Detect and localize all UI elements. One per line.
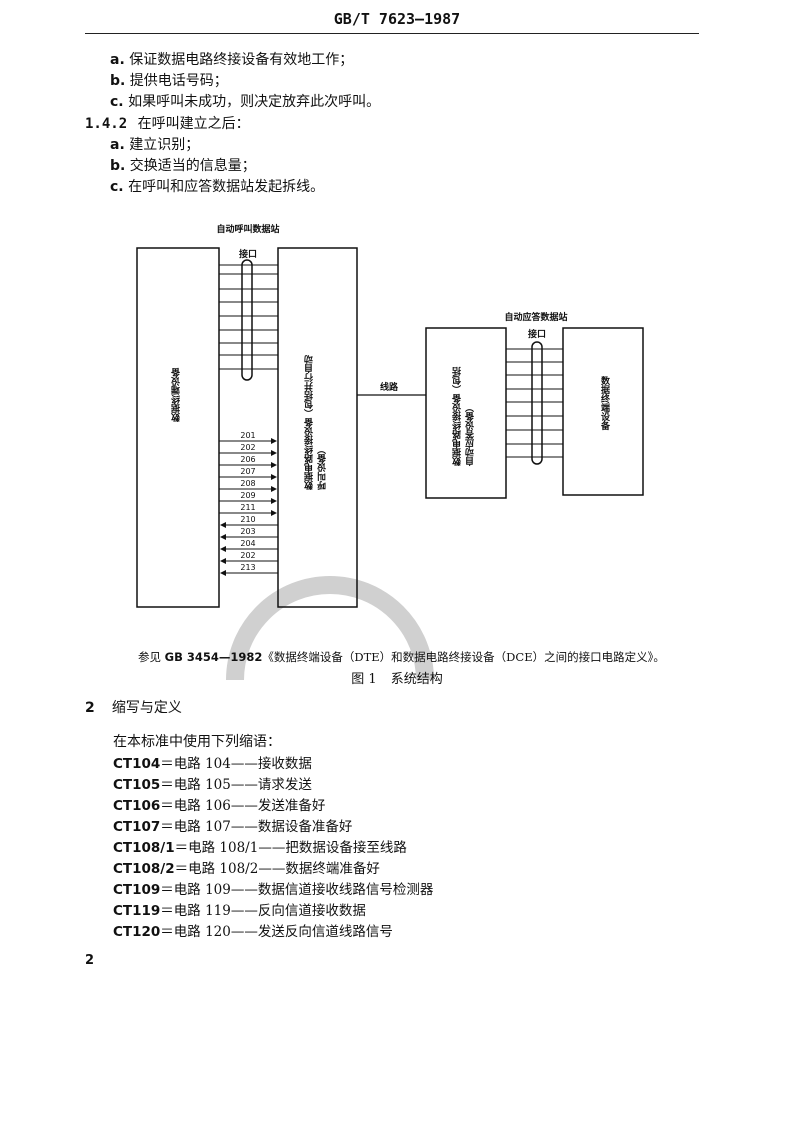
section-intro: 在本标准中使用下列缩语： xyxy=(113,734,281,750)
watermark-arc xyxy=(226,576,434,681)
dte-left-label: 数据终端设备 xyxy=(172,368,182,422)
line-label: 线路 xyxy=(380,381,399,393)
calling-station-title: 自动呼叫数据站 xyxy=(216,223,279,235)
interface-oval-right xyxy=(531,341,543,465)
circuit-label: 213 xyxy=(240,563,255,572)
circuit-label: 201 xyxy=(240,431,255,440)
circuit-label: 202 xyxy=(240,443,255,452)
list-item: c. 在呼叫和应答数据站发起拆线。 xyxy=(110,179,325,195)
interface-label-left: 接口 xyxy=(239,248,257,260)
circuit-label: 202 xyxy=(240,551,255,560)
abbreviation-item: CT108/1＝电路 108/1——把数据设备接至线路 xyxy=(113,840,407,856)
interface-lines-right xyxy=(506,348,563,458)
abbreviation-item: CT108/2＝电路 108/2——数据终端准备好 xyxy=(113,861,380,877)
header-standard-number: GB/T 7623—1987 xyxy=(333,10,461,28)
section-heading: 2 缩写与定义 xyxy=(85,700,182,716)
list-item: a. 保证数据电路终接设备有效地工作； xyxy=(110,52,354,68)
circuit-label: 207 xyxy=(240,467,255,476)
circuits-to-dte xyxy=(220,522,278,576)
circuits-to-dce xyxy=(219,438,277,516)
list-item: b. 交换适当的信息量； xyxy=(110,158,256,174)
abbreviation-item: CT109＝电路 109——数据信道接收线路信号检测器 xyxy=(113,882,434,898)
circuit-label: 209 xyxy=(240,491,255,500)
page-number: 2 xyxy=(85,953,95,968)
circuit-label: 206 xyxy=(240,455,255,464)
list-item: a. 建立识别； xyxy=(110,137,200,153)
dte-right-label: 数据终端设备 xyxy=(599,376,609,430)
abbreviation-item: CT106＝电路 106——发送准备好 xyxy=(113,798,326,814)
circuit-label: 210 xyxy=(240,515,255,524)
dce-left-label: 数据电路终接设备（包括并行自动呼叫设备） xyxy=(305,355,328,490)
header-rule xyxy=(85,33,699,34)
interface-label-right: 接口 xyxy=(528,328,546,340)
answering-station-title: 自动应答数据站 xyxy=(504,311,567,323)
system-structure-diagram: 自动呼叫数据站 接口 自动应答数据站 接口 线路 xyxy=(136,223,644,681)
figure-note: 参见 GB 3454—1982《数据终端设备（DTE）和数据电路终接设备（DCE… xyxy=(138,650,665,664)
circuit-label: 203 xyxy=(240,527,255,536)
figure-caption: 图 1 系统结构 xyxy=(351,672,443,687)
abbreviation-item: CT120＝电路 120——发送反向信道线路信号 xyxy=(113,924,393,940)
abbreviation-item: CT105＝电路 105——请求发送 xyxy=(113,777,312,793)
dce-right-label: 数据电路终接设备（包括自动应答设备） xyxy=(453,367,476,466)
circuit-label: 204 xyxy=(240,539,255,548)
dte-left-box xyxy=(136,247,220,608)
list-item: c. 如果呼叫未成功，则决定放弃此次呼叫。 xyxy=(110,94,381,110)
dte-right-box xyxy=(562,327,644,496)
interface-lines-left-upper xyxy=(219,264,278,370)
circuit-number-labels: 201 202 206 207 208 209 211 210 203 204 … xyxy=(240,431,255,572)
circuit-label: 211 xyxy=(240,503,255,512)
clause-heading: 1.4.2 在呼叫建立之后： xyxy=(85,116,250,132)
list-item: b. 提供电话号码； xyxy=(110,73,228,89)
abbreviation-item: CT107＝电路 107——数据设备准备好 xyxy=(113,819,353,835)
abbreviation-item: CT104＝电路 104——接收数据 xyxy=(113,756,312,772)
dce-left-box xyxy=(277,247,358,608)
interface-oval-left xyxy=(241,259,253,381)
dce-right-box xyxy=(425,327,507,499)
circuit-label: 208 xyxy=(240,479,255,488)
abbreviation-item: CT119＝电路 119——反向信道接收数据 xyxy=(113,903,366,919)
